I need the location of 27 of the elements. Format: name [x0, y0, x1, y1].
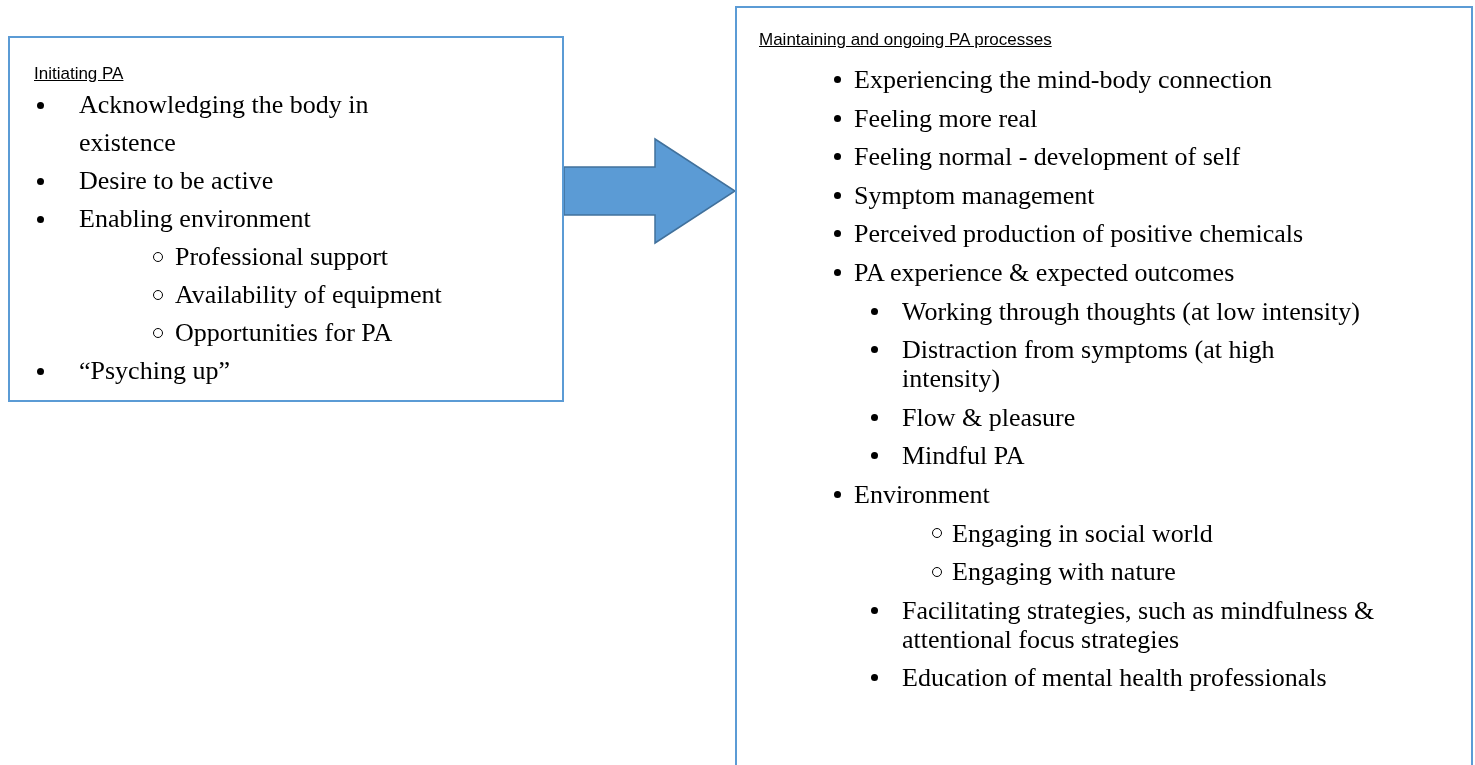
list-item: Opportunities for PA — [175, 317, 394, 349]
list-item: Education of mental health professionals — [902, 663, 1328, 693]
list-item: Engaging in social world — [952, 518, 1214, 548]
list-item: Environment — [854, 480, 991, 509]
heading-text: Maintaining and ongoing PA processes — [759, 29, 1052, 51]
text-box — [735, 6, 1473, 765]
list-item: Experiencing the mind-body connection — [854, 65, 1274, 94]
list-item: Feeling more real — [854, 103, 1039, 133]
list-item: Feeling normal - development of self — [854, 142, 1242, 172]
list-item: Distraction from symptoms (at high intensity) — [902, 335, 1276, 394]
list-item: Professional support — [175, 241, 390, 273]
list-item: Availability of equipment — [175, 279, 443, 311]
list-item: Perceived production of positive chemicals — [854, 219, 1305, 249]
list-item: Enabling environment — [79, 203, 312, 235]
text-box — [8, 36, 564, 402]
list-item: Acknowledging the body in existence — [79, 89, 370, 159]
list-item: Symptom management — [854, 180, 1096, 210]
list-item: Flow & pleasure — [902, 402, 1077, 432]
list-item: “Psyching up” — [79, 355, 231, 387]
list-item: Working through thoughts (at low intensity) — [902, 296, 1361, 326]
list-item: Desire to be active — [79, 165, 275, 197]
list-item: Facilitating strategies, such as mindfulness & attentional focus strategies — [902, 595, 1376, 654]
block-arrow — [563, 137, 737, 245]
list-item: PA experience & expected outcomes — [854, 258, 1236, 287]
heading-text: Initiating PA — [34, 63, 124, 85]
list-item: Engaging with nature — [952, 557, 1177, 587]
list-item: Mindful PA — [902, 441, 1026, 471]
